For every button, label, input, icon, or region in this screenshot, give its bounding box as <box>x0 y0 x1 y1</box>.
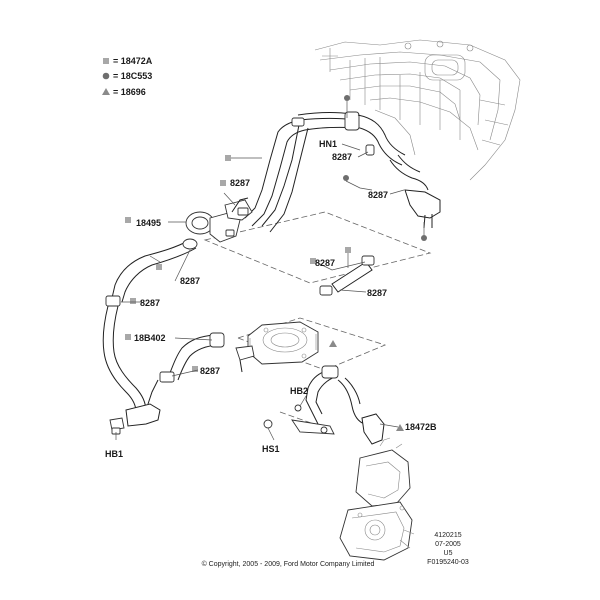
callout-hs1: HS1 <box>262 444 280 454</box>
marker-circle-icon <box>343 175 349 181</box>
figure-number: F0195240-03 <box>427 559 469 566</box>
callout-labels: HN1 8287 8287 8287 18495 8287 8287 8287 … <box>105 139 437 459</box>
legend-text-triangle: = 18696 <box>113 87 146 97</box>
marker-square-icon <box>220 180 226 186</box>
callout-hb2: HB2 <box>290 386 308 396</box>
engine-block-drawing <box>314 39 521 181</box>
marker-square-icon <box>130 298 136 304</box>
marker-circle-icon <box>421 235 427 241</box>
legend-circle-icon <box>102 72 110 80</box>
reference-code: U5 <box>444 550 453 557</box>
callout-18472b: 18472B <box>405 422 437 432</box>
marker-triangle-icon <box>396 424 404 431</box>
marker-circle-icon <box>344 95 350 101</box>
legend-square-icon <box>103 58 109 64</box>
callout-8287: 8287 <box>315 258 335 268</box>
component-18495 <box>185 197 253 243</box>
marker-square-icon <box>156 264 162 270</box>
callout-8287: 8287 <box>200 366 220 376</box>
center-small-hose <box>319 255 375 296</box>
callout-18b402: 18B402 <box>134 333 166 343</box>
marker-square-icon <box>125 334 131 340</box>
left-lower-hose <box>102 238 198 435</box>
marker-square-icon <box>225 155 231 161</box>
reference-info-block: 4120215 07-2005 U5 F0195240-03 <box>427 532 469 566</box>
callout-8287: 8287 <box>332 152 352 162</box>
callout-8287: 8287 <box>368 190 388 200</box>
transmission-pump-drawing <box>339 437 415 561</box>
copyright-notice: © Copyright, 2005 - 2009, Ford Motor Com… <box>202 560 375 568</box>
marker-square-icon <box>125 217 131 223</box>
callout-8287: 8287 <box>180 276 200 286</box>
marker-square-icon <box>192 366 198 372</box>
reference-date: 07-2005 <box>435 541 461 548</box>
middle-hose-18b402 <box>147 332 225 405</box>
part-markers <box>125 95 427 431</box>
callout-hn1: HN1 <box>319 139 337 149</box>
marker-square-icon <box>310 258 316 264</box>
upper-coolant-hose <box>244 111 441 233</box>
marker-square-icon <box>345 247 351 253</box>
marker-triangle-icon <box>329 340 337 347</box>
legend-triangle-icon <box>102 88 110 95</box>
legend: = 18472A = 18C553 = 18696 <box>102 56 153 97</box>
right-lower-hose-assembly <box>263 365 385 445</box>
callout-hb1: HB1 <box>105 449 123 459</box>
callout-8287: 8287 <box>367 288 387 298</box>
callout-18495: 18495 <box>136 218 161 228</box>
legend-text-square: = 18472A <box>113 56 153 66</box>
callout-8287: 8287 <box>230 178 250 188</box>
leader-lines <box>115 101 425 441</box>
callout-8287: 8287 <box>140 298 160 308</box>
oil-cooler-housing <box>235 321 319 373</box>
legend-text-circle: = 18C553 <box>113 71 152 81</box>
reference-number: 4120215 <box>434 532 461 539</box>
